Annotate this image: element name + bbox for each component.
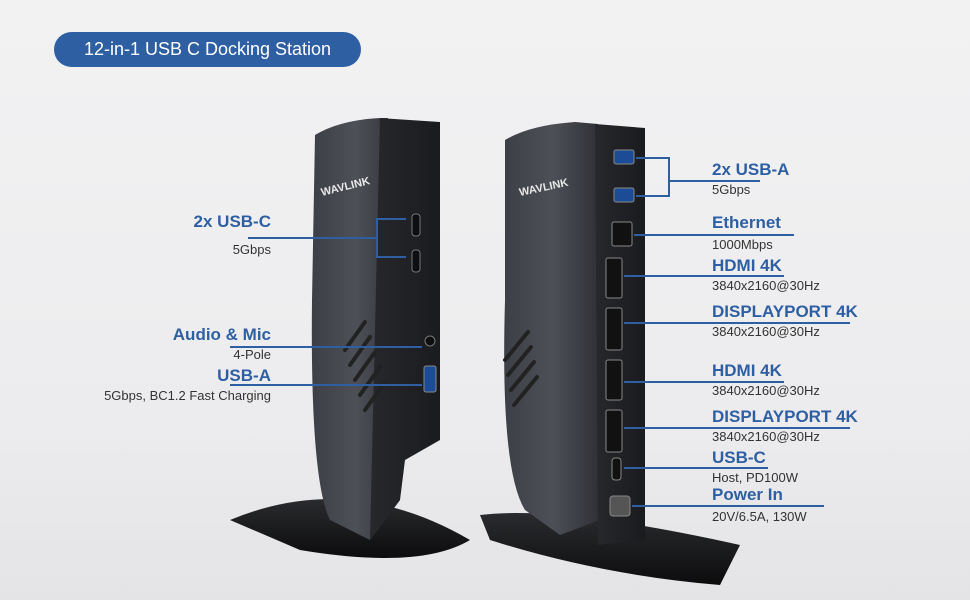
leader-line <box>668 157 670 197</box>
usb-c-port-icon <box>411 213 421 237</box>
callout-usb-a-label: 2x USB-A <box>712 160 790 179</box>
leader-line <box>376 256 406 258</box>
leader-line <box>624 427 850 429</box>
usb-a-port-icon <box>613 187 635 203</box>
callout-hdmi-label: HDMI 4K <box>712 256 782 275</box>
hdmi-port-icon <box>605 359 623 401</box>
callout-hdmi-detail-2: 3840x2160@30Hz <box>712 383 820 398</box>
leader-line <box>624 275 784 277</box>
callout-hdmi-label-2: HDMI 4K <box>712 361 782 380</box>
leader-line <box>632 505 824 507</box>
dock-rear-view: WAVLINK <box>480 122 740 585</box>
callout-usb-a-detail: 5Gbps <box>712 182 751 197</box>
callout-hdmi-detail: 3840x2160@30Hz <box>712 278 820 293</box>
callout-ethernet-detail: 1000Mbps <box>712 237 773 252</box>
callout-usb-a-label: USB-A <box>217 366 271 385</box>
callout-usb-a-detail: 5Gbps, BC1.2 Fast Charging <box>104 388 271 403</box>
callout-audio-label: Audio & Mic <box>172 325 271 344</box>
leader-line <box>636 157 670 159</box>
leader-line <box>230 384 422 386</box>
displayport-port-icon <box>605 409 623 453</box>
leader-line <box>668 180 760 182</box>
callout-displayport-detail-2: 3840x2160@30Hz <box>712 429 820 444</box>
audio-jack-icon <box>424 335 436 347</box>
leader-line <box>624 381 784 383</box>
hdmi-port-icon <box>605 257 623 299</box>
callout-power-detail: 20V/6.5A, 130W <box>712 509 807 524</box>
leader-line <box>636 195 670 197</box>
usb-a-port-icon <box>613 149 635 165</box>
callout-displayport-label: DISPLAYPORT 4K <box>712 302 858 321</box>
leader-line <box>376 218 378 258</box>
callout-audio-detail: 4-Pole <box>233 347 271 362</box>
ethernet-port-icon <box>611 221 633 247</box>
leader-line <box>376 218 406 220</box>
leader-line <box>248 237 376 239</box>
callout-displayport-label-2: DISPLAYPORT 4K <box>712 407 858 426</box>
callout-ethernet-label: Ethernet <box>712 213 781 232</box>
leader-line <box>634 234 794 236</box>
callout-usb-c-detail: 5Gbps <box>232 242 271 257</box>
callout-power-label: Power In <box>712 485 783 504</box>
leader-line <box>230 346 422 348</box>
displayport-port-icon <box>605 307 623 351</box>
callout-usb-c-host-detail: Host, PD100W <box>712 470 798 485</box>
callout-displayport-detail: 3840x2160@30Hz <box>712 324 820 339</box>
usb-a-port-icon <box>423 365 437 393</box>
leader-line <box>624 467 768 469</box>
usb-c-port-icon <box>611 457 622 481</box>
title-badge: 12-in-1 USB C Docking Station <box>54 32 361 67</box>
usb-c-port-icon <box>411 249 421 273</box>
dock-front-view: WAVLINK <box>230 118 470 558</box>
callout-usb-c-host-label: USB-C <box>712 448 766 467</box>
callout-usb-c-label: 2x USB-C <box>193 212 271 231</box>
leader-line <box>624 322 850 324</box>
power-jack-icon <box>609 495 631 517</box>
